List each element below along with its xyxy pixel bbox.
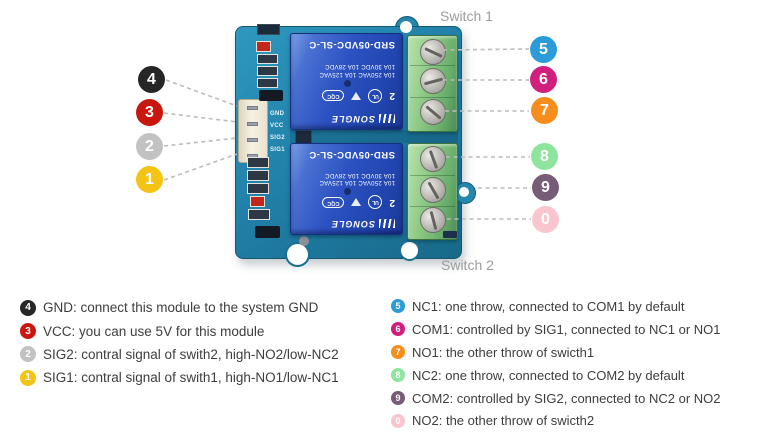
terminal-block-2: [407, 143, 458, 240]
callout-6-com1: 6: [530, 66, 557, 93]
pcb-shade-strip: [290, 130, 458, 143]
pin-label-vcc: VCC: [270, 123, 284, 129]
legend-text: NC1: one throw, connected to COM1 by def…: [412, 298, 685, 314]
legend-badge: 0: [391, 413, 405, 428]
callout-2-sig2: 2: [136, 133, 163, 160]
smd-resistor: [247, 170, 269, 181]
smd-dot: [299, 236, 309, 246]
legend-text: NO2: the other throw of swicth2: [412, 413, 595, 429]
callout-8-nc2: 8: [531, 143, 558, 170]
legend-badge: 3: [20, 323, 36, 340]
switch1-title: Switch 1: [440, 8, 493, 24]
smd-resistor: [248, 209, 270, 220]
pin-label-gnd: GND: [270, 111, 285, 117]
legend-text: SIG1: contral signal of swith1, high-NO1…: [43, 370, 339, 386]
screw-nc1: [420, 39, 446, 65]
smd-resistor: [257, 78, 278, 88]
bottom-left-mount-hole: [285, 242, 310, 267]
legend-row: 6 COM1: controlled by SIG1, connected to…: [391, 318, 721, 341]
legend-badge: 9: [391, 391, 405, 405]
legend-right-column: 5 NC1: one throw, connected to COM1 by d…: [391, 295, 721, 432]
screw-com2: [420, 177, 446, 203]
terminal-block-1: [407, 35, 458, 132]
legend-text: SIG2: contral signal of swith2, high-NO2…: [43, 346, 339, 362]
screw-no2: [420, 207, 446, 233]
top-mount-hole: [400, 21, 412, 33]
callout-5-nc1: 5: [530, 36, 557, 63]
legend-left-column: 4 GND: connect this module to the system…: [20, 296, 339, 390]
legend-text: NO1: the other throw of swicth1: [412, 344, 595, 360]
smd-resistor: [257, 54, 278, 64]
callout-0-no2: 0: [532, 206, 559, 233]
connector-pin: [247, 138, 258, 142]
screw-no1: [420, 99, 446, 125]
legend-badge: 1: [20, 369, 36, 386]
right-mount-hole: [459, 187, 469, 197]
legend-row: 7 NO1: the other throw of swicth1: [391, 341, 721, 364]
callout-4-gnd: 4: [138, 66, 165, 93]
red-led: [250, 196, 265, 207]
smd-resistor: [257, 66, 278, 76]
legend-badge: 7: [391, 345, 405, 360]
legend-text: COM2: controlled by SIG2, connected to N…: [412, 390, 721, 406]
bottom-right-mount-hole: [399, 240, 420, 261]
grove-connector: [238, 99, 268, 163]
screw-com1: [420, 68, 446, 94]
callout-7-no1: 7: [531, 97, 558, 124]
relay-2: SONGLE 2 UL CQC 10A 250VAC 10A 125VAC 10…: [290, 143, 403, 235]
smd-transistor: [259, 90, 283, 101]
legend-badge: 2: [20, 346, 36, 363]
legend-row: 5 NC1: one throw, connected to COM1 by d…: [391, 295, 721, 318]
legend-row: 3 VCC: you can use 5V for this module: [20, 319, 339, 342]
switch2-title: Switch 2: [441, 257, 494, 273]
smd-resistor: [247, 157, 269, 168]
smd-ic: [257, 24, 280, 35]
red-led: [256, 41, 271, 52]
legend-row: 2 SIG2: contral signal of swith2, high-N…: [20, 343, 339, 366]
smd-resistor: [247, 183, 269, 194]
connector-pin: [247, 106, 258, 110]
relay-dimple: [344, 80, 351, 87]
legend-text: VCC: you can use 5V for this module: [43, 323, 265, 339]
legend-badge: 5: [391, 299, 405, 314]
legend-badge: 8: [391, 368, 405, 383]
terminal-label-tag: [443, 231, 457, 238]
callout-3-vcc: 3: [136, 99, 163, 126]
legend-row: 1 SIG1: contral signal of swith1, high-N…: [20, 366, 339, 389]
screw-nc2: [420, 146, 446, 172]
legend-row: 4 GND: connect this module to the system…: [20, 296, 339, 319]
legend-text: COM1: controlled by SIG1, connected to N…: [412, 321, 721, 337]
callout-9-com2: 9: [532, 174, 559, 201]
callout-1-sig1: 1: [136, 166, 163, 193]
legend-badge: 4: [20, 299, 36, 316]
relay-dimple: [344, 188, 351, 195]
relay-1: SONGLE 2 UL CQC 10A 250VAC 10A 125VAC 10…: [290, 33, 403, 130]
pin-label-sig2: SIG2: [270, 135, 285, 141]
legend-badge: 6: [391, 322, 405, 337]
connector-pin: [247, 122, 258, 126]
legend-row: 9 COM2: controlled by SIG2, connected to…: [391, 387, 721, 410]
legend-row: 0 NO2: the other throw of swicth2: [391, 409, 721, 432]
legend-row: 8 NC2: one throw, connected to COM2 by d…: [391, 364, 721, 387]
legend-text: GND: connect this module to the system G…: [43, 300, 319, 316]
smd-transistor: [255, 226, 280, 238]
pin-label-sig1: SIG1: [270, 147, 285, 153]
legend-text: NC2: one throw, connected to COM2 by def…: [412, 367, 685, 383]
